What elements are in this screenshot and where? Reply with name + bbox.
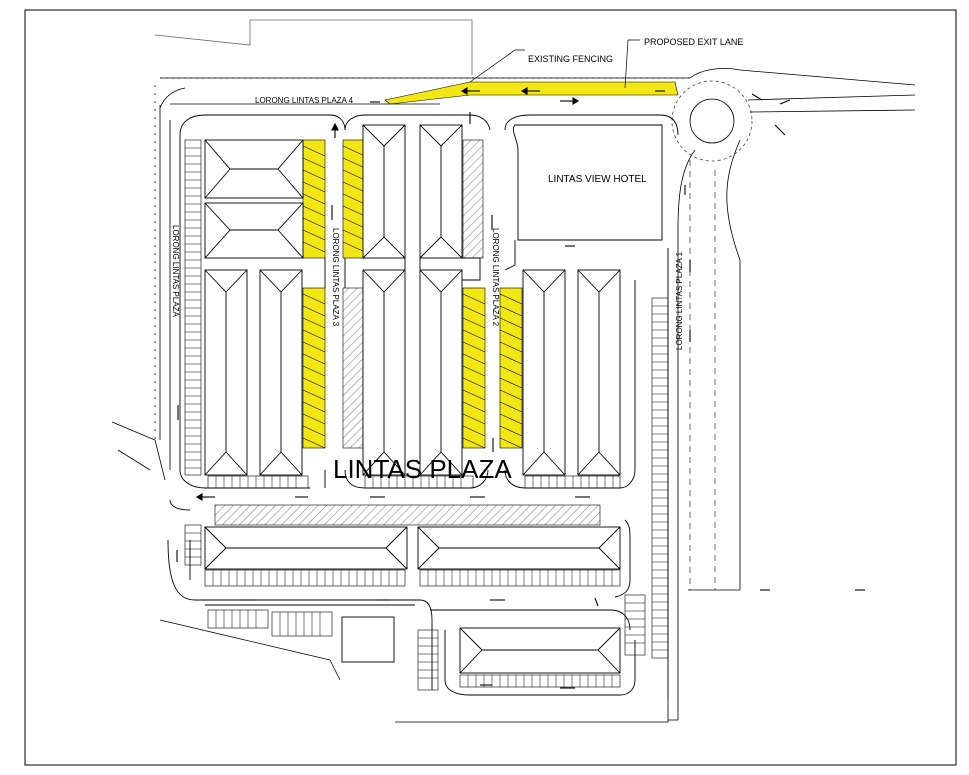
proposed-exit-lane (384, 81, 679, 105)
parking-stalls (184, 139, 669, 691)
plan-labels: EXISTING FENCING PROPOSED EXIT LANE LINT… (171, 37, 743, 484)
existing-fencing-label: EXISTING FENCING (528, 54, 613, 64)
traffic-arrows (176, 87, 865, 689)
road-plaza-3-label: LORONG LINTAS PLAZA 3 (331, 228, 340, 327)
plan-title: LINTAS PLAZA (333, 454, 512, 484)
diagonal-parking (214, 139, 601, 526)
road-plaza-4-label: LORONG LINTAS PLAZA 4 (255, 96, 354, 105)
external-roads (111, 19, 916, 723)
drawing-frame (24, 9, 957, 766)
road-plaza-2-label: LORONG LINTAS PLAZA 2 (491, 228, 500, 327)
road-plaza-left-label: LORONG LINTAS PLAZA (171, 225, 180, 318)
hotel-label: LINTAS VIEW HOTEL (548, 174, 647, 185)
exit-lane-leader (624, 39, 640, 89)
proposed-exit-lane-label: PROPOSED EXIT LANE (644, 37, 743, 47)
existing-fence-line (154, 77, 690, 440)
diagonal-stall-lines (302, 145, 523, 449)
fencing-leader (469, 49, 525, 83)
road-plaza-1-label: LORONG LINTAS PLAZA 1 (675, 251, 684, 350)
stall-dividers (185, 147, 668, 687)
buildings (204, 124, 663, 674)
